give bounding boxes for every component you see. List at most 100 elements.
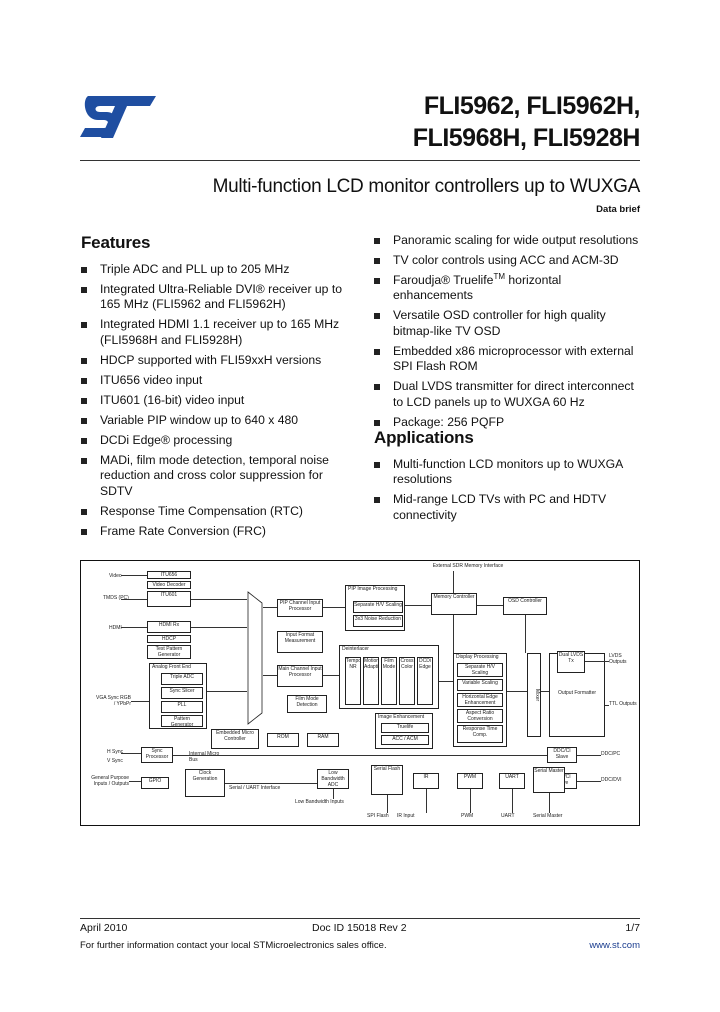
signal-line [525,615,526,653]
di-col-block: Film Mode [381,657,397,705]
header-rule [80,160,640,161]
input-label-hsync: H Sync [107,749,124,755]
pip-nr-block: 3x3 Noise Reduction [353,615,403,627]
acc-acm-block: ACC / ACM [381,735,429,745]
clock-generation-block: Clock Generation [185,769,225,797]
footer-date: April 2010 [80,922,128,934]
signal-line [585,661,609,662]
input-label-video: Video [109,573,122,579]
input-label-gpio: General Purpose Inputs / Outputs [91,775,129,787]
footer-rule [80,918,640,919]
footer-doc-id: Doc ID 15018 Rev 2 [312,922,407,934]
signal-line [323,607,345,608]
list-item: Embedded x86 microprocessor with externa… [374,344,644,375]
uart-block: UART [499,773,525,789]
signal-line [191,627,247,628]
embedded-mcu-block: Embedded Micro Controller [211,729,259,749]
signal-line [577,781,601,782]
list-item: HDCP supported with FLI59xxH versions [81,353,349,368]
list-item: Mid-range LCD TVs with PC and HDTV conne… [374,492,644,523]
mixer-block: Mixer [527,653,541,737]
hdmi-rx-block: HDMI Rx [147,621,191,633]
signal-line [121,753,141,754]
document-title-line2: FLI5968H, FLI5928H [412,124,641,152]
test-pattern-block: Test Pattern Generator [147,645,191,659]
list-item: Faroudja® TruelifeTM horizontal enhancem… [374,271,644,304]
dp-item-block: Aspect Ratio Conversion [457,709,503,723]
di-col-block: Motion Adaptive [363,657,379,705]
data-brief-label: Data brief [596,204,640,215]
lvds-tx-block: Dual LVDS Tx [557,651,585,673]
signal-line [207,691,247,692]
output-label-lvds: LVDS Outputs [609,653,627,665]
rom-block: ROM [267,733,299,747]
di-col-block: DCDi Edge [417,657,433,705]
st-logo [80,96,156,138]
truelife-block: Truelife [381,723,429,733]
pip-processing-label: PIP Image Processing [348,586,398,592]
signal-line [263,675,277,676]
bottom-label: UART [501,813,515,819]
itu601-block: ITU601 [147,591,191,607]
signal-line [453,615,454,653]
pwm-block: PWM [457,773,483,789]
applications-list: Multi-function LCD monitors up to WUXGA … [374,457,644,528]
di-col-block: Cross Color [399,657,415,705]
signal-line [131,701,149,702]
trademark-mark: TM [493,271,505,281]
list-item: ITU601 (16-bit) video input [81,393,349,408]
signal-line [121,599,147,600]
dp-item-block: Horizontal Edge Enhancement [457,693,503,707]
footer-page-number: 1/7 [625,922,640,934]
input-label-hdmi: HDMI [109,625,122,631]
list-item: Dual LVDS transmitter for direct interco… [374,379,644,410]
display-proc-label: Display Processing [456,654,499,660]
spi-flash-block: Serial Flash [371,765,403,795]
ram-block: RAM [307,733,339,747]
list-item: Multi-function LCD monitors up to WUXGA … [374,457,644,488]
document-title-line1: FLI5962, FLI5962H, [423,92,641,120]
signal-line [507,691,527,692]
gpio-block: GPIO [141,777,169,789]
list-item: Package: 256 PQFP [374,415,644,430]
itu656-block: ITU656 [147,571,191,579]
pll-block: PLL [161,701,203,713]
signal-line [323,675,339,676]
sync-slicer-block: Sync Slicer [161,687,203,699]
signal-line [129,781,141,782]
list-item: Integrated HDMI 1.1 receiver up to 165 M… [81,317,349,348]
dp-item-block: Response Time Comp. [457,725,503,743]
signal-line [387,795,388,813]
serial-bus-line [225,783,317,784]
pattern-gen-block: Pattern Generator [161,715,203,727]
low-bw-adc-block: Low Bandwidth ADC [317,769,349,789]
features-list: Triple ADC and PLL up to 205 MHz Integra… [81,262,349,544]
internal-bus-line [173,755,547,756]
bottom-label: Serial Master [533,813,563,819]
footer-contact-info: For further information contact your loc… [80,940,387,951]
list-item: Frame Rate Conversion (FRC) [81,524,349,539]
list-item: Variable PIP window up to 640 x 480 [81,413,349,428]
signal-line [470,789,471,813]
di-col-block: Temporal NR [345,657,361,705]
ext-memory-label: External SDR Memory Interface [432,563,504,569]
signal-line [605,705,609,706]
features-heading: Features [81,233,151,252]
output-label-ttl: TTL Outputs [609,701,637,707]
list-item: Versatile OSD controller for high qualit… [374,308,644,339]
bottom-label: PWM [461,813,474,819]
serial-master-block: Serial Master [533,767,565,793]
block-diagram: Video TMDS (PC) HDMI VGA Sync RGB / YPbP… [80,560,640,826]
memory-controller-block: Memory Controller [431,593,477,615]
applications-heading: Applications [374,428,474,447]
bus-label-serial: Serial / UART Interface [229,785,281,791]
output-label-ddc-pc: DDC/PC [601,751,621,757]
ir-block: IR [413,773,439,789]
footer-website-link[interactable]: www.st.com [589,940,640,951]
truelife-suffix: horizontal enhancements [393,273,562,303]
signal-line [577,755,601,756]
input-label-vga: VGA Sync RGB / YPbPr [95,695,131,707]
signal-line [512,789,513,813]
output-label-ddc-dvi: DDC/DVI [601,777,622,783]
signal-line [121,627,147,628]
